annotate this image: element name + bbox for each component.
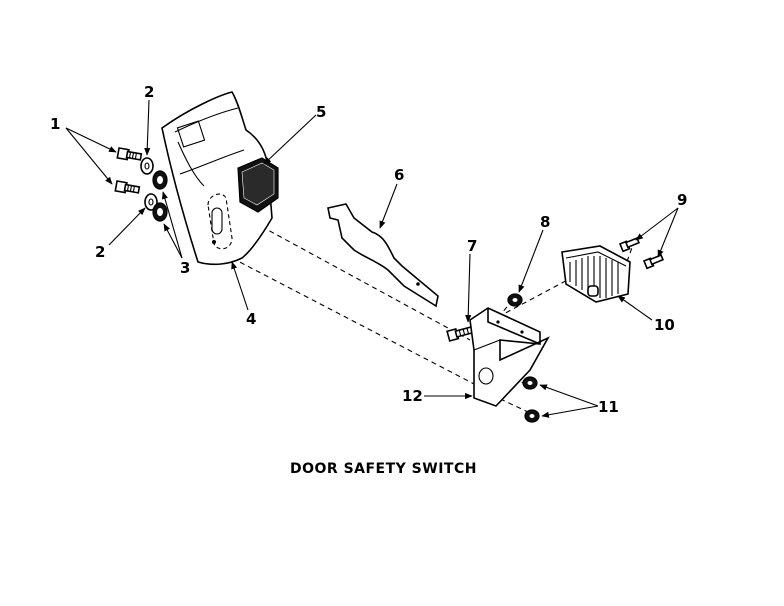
callout-3: 3 (180, 259, 190, 277)
nut-part-8 (507, 293, 523, 307)
diagram-caption: DOOR SAFETY SWITCH (290, 461, 477, 477)
callout-7: 7 (467, 237, 477, 255)
callout-12: 12 (402, 387, 423, 405)
actuator-part-5 (237, 157, 279, 213)
bracket-part-12 (469, 307, 550, 407)
assembly-lines (221, 204, 635, 413)
callout-5: 5 (316, 103, 326, 121)
callout-2-bottom: 2 (95, 243, 105, 261)
callout-2-top: 2 (144, 83, 154, 101)
switch-part-10 (561, 245, 631, 303)
lever-part-6 (327, 203, 439, 308)
callout-1: 1 (50, 115, 60, 133)
callout-6: 6 (394, 166, 404, 184)
leader-lines (65, 99, 679, 418)
washers-part-2 (140, 157, 158, 211)
nuts-part-11 (522, 376, 540, 423)
callout-9: 9 (677, 191, 687, 209)
screw-part-7 (446, 325, 476, 342)
screws-part-1 (114, 147, 143, 194)
callout-10: 10 (654, 316, 675, 334)
callout-labels: 1 2 2 3 4 5 6 7 8 9 10 11 12 (50, 83, 687, 416)
housing-part-4 (161, 91, 273, 266)
callout-8: 8 (540, 213, 550, 231)
callout-11: 11 (598, 398, 619, 416)
grommets-part-3 (152, 170, 168, 222)
callout-4: 4 (246, 310, 256, 328)
